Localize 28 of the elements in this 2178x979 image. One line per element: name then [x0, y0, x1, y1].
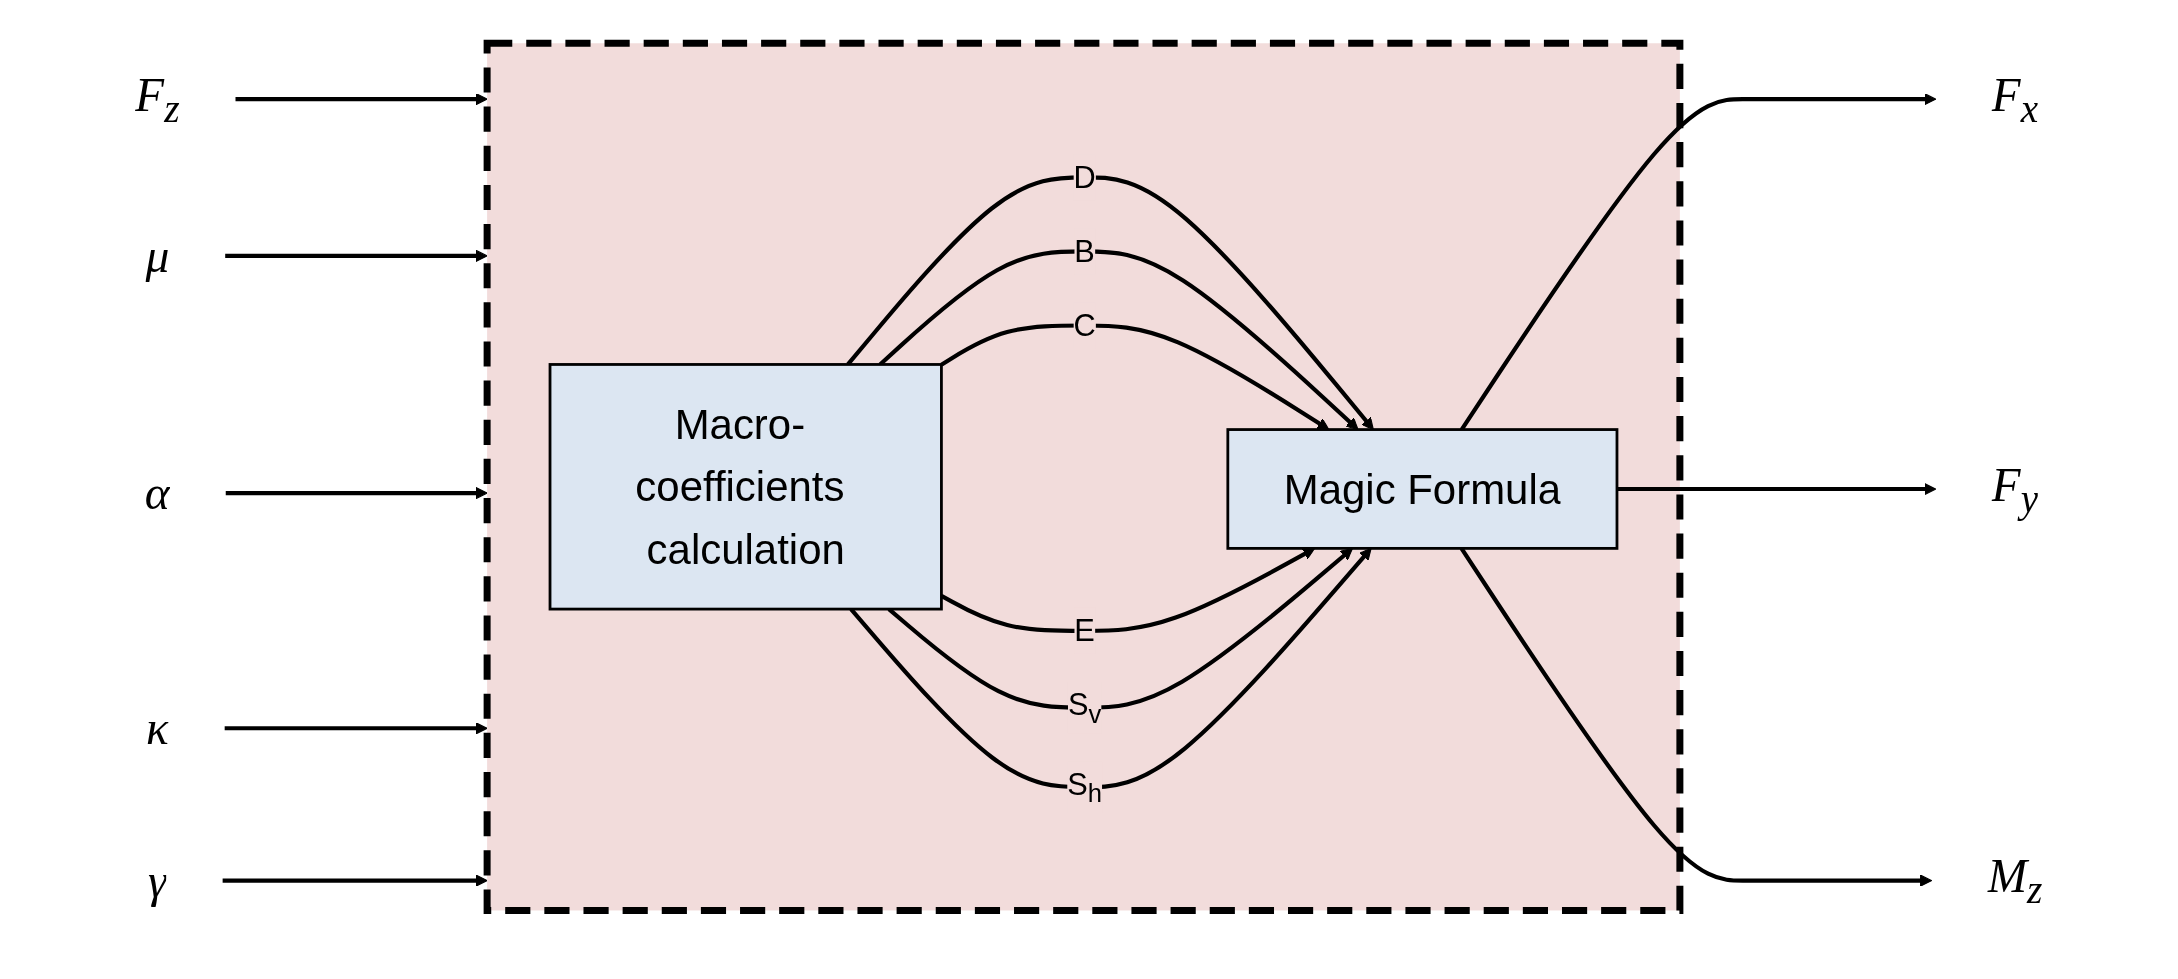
arrow: [235, 92, 488, 105]
arrow: [225, 486, 488, 499]
arrow: [940, 322, 1330, 430]
arrow: [849, 547, 1372, 789]
node-text: F$_{z}$: [135, 68, 180, 130]
edge-label: D: [1073, 159, 1096, 195]
arrow: [224, 721, 488, 734]
arrow: [225, 249, 488, 262]
edge-label: S$_{v}$: [1068, 687, 1102, 729]
arrow: [222, 874, 488, 887]
node-text: κ: [146, 702, 169, 754]
edge-label: S$_{h}$: [1067, 766, 1103, 808]
node-text: γ: [148, 854, 167, 907]
node-box: Magic Formula: [1226, 427, 1619, 550]
node-box: Macro- coefficients calculation: [548, 362, 944, 611]
node-text: μ: [145, 229, 170, 282]
arrow: [887, 547, 1354, 710]
node-text: F$_{x}$: [1991, 68, 2039, 130]
node-text: α: [145, 466, 171, 519]
cluster: [483, 39, 1684, 914]
node-text: M$_{z}$: [1987, 849, 2043, 912]
arrow: [878, 248, 1359, 430]
edge-label: B: [1074, 233, 1096, 269]
arrow: [1617, 482, 1937, 495]
edge-label: E: [1074, 613, 1096, 648]
node-text: F$_{y}$: [1991, 458, 2039, 520]
arrow: [846, 174, 1375, 430]
edge-label: C: [1073, 307, 1096, 343]
